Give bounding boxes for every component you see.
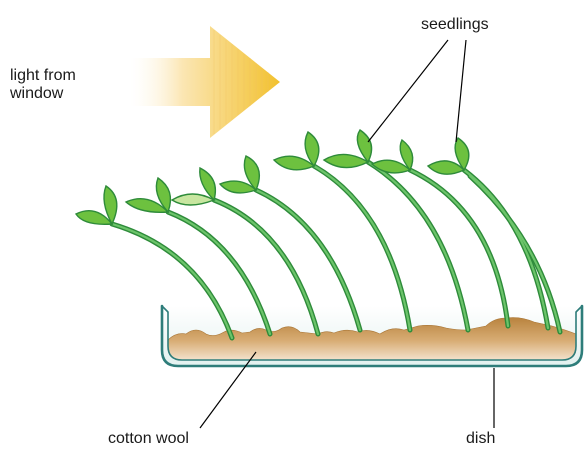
seedling-8 — [428, 138, 469, 174]
light-from-window-label: light from window — [10, 67, 76, 103]
seedling-6 — [324, 130, 372, 168]
seedlings-label: seedlings — [421, 16, 489, 34]
cotton-wool-label: cotton wool — [108, 430, 189, 448]
seedling-1 — [76, 186, 117, 224]
dish-label: dish — [466, 430, 495, 448]
seedling-leaves — [76, 130, 469, 224]
seedling-5 — [274, 132, 319, 170]
light-label-line2: window — [10, 85, 76, 103]
light-label-line1: light from — [10, 67, 76, 85]
seedling-3 — [172, 168, 215, 205]
seedling-7 — [372, 140, 413, 173]
light-arrow-icon — [130, 26, 280, 138]
seedling-2 — [126, 178, 170, 212]
seedling-4 — [220, 156, 259, 193]
dish — [162, 306, 582, 366]
